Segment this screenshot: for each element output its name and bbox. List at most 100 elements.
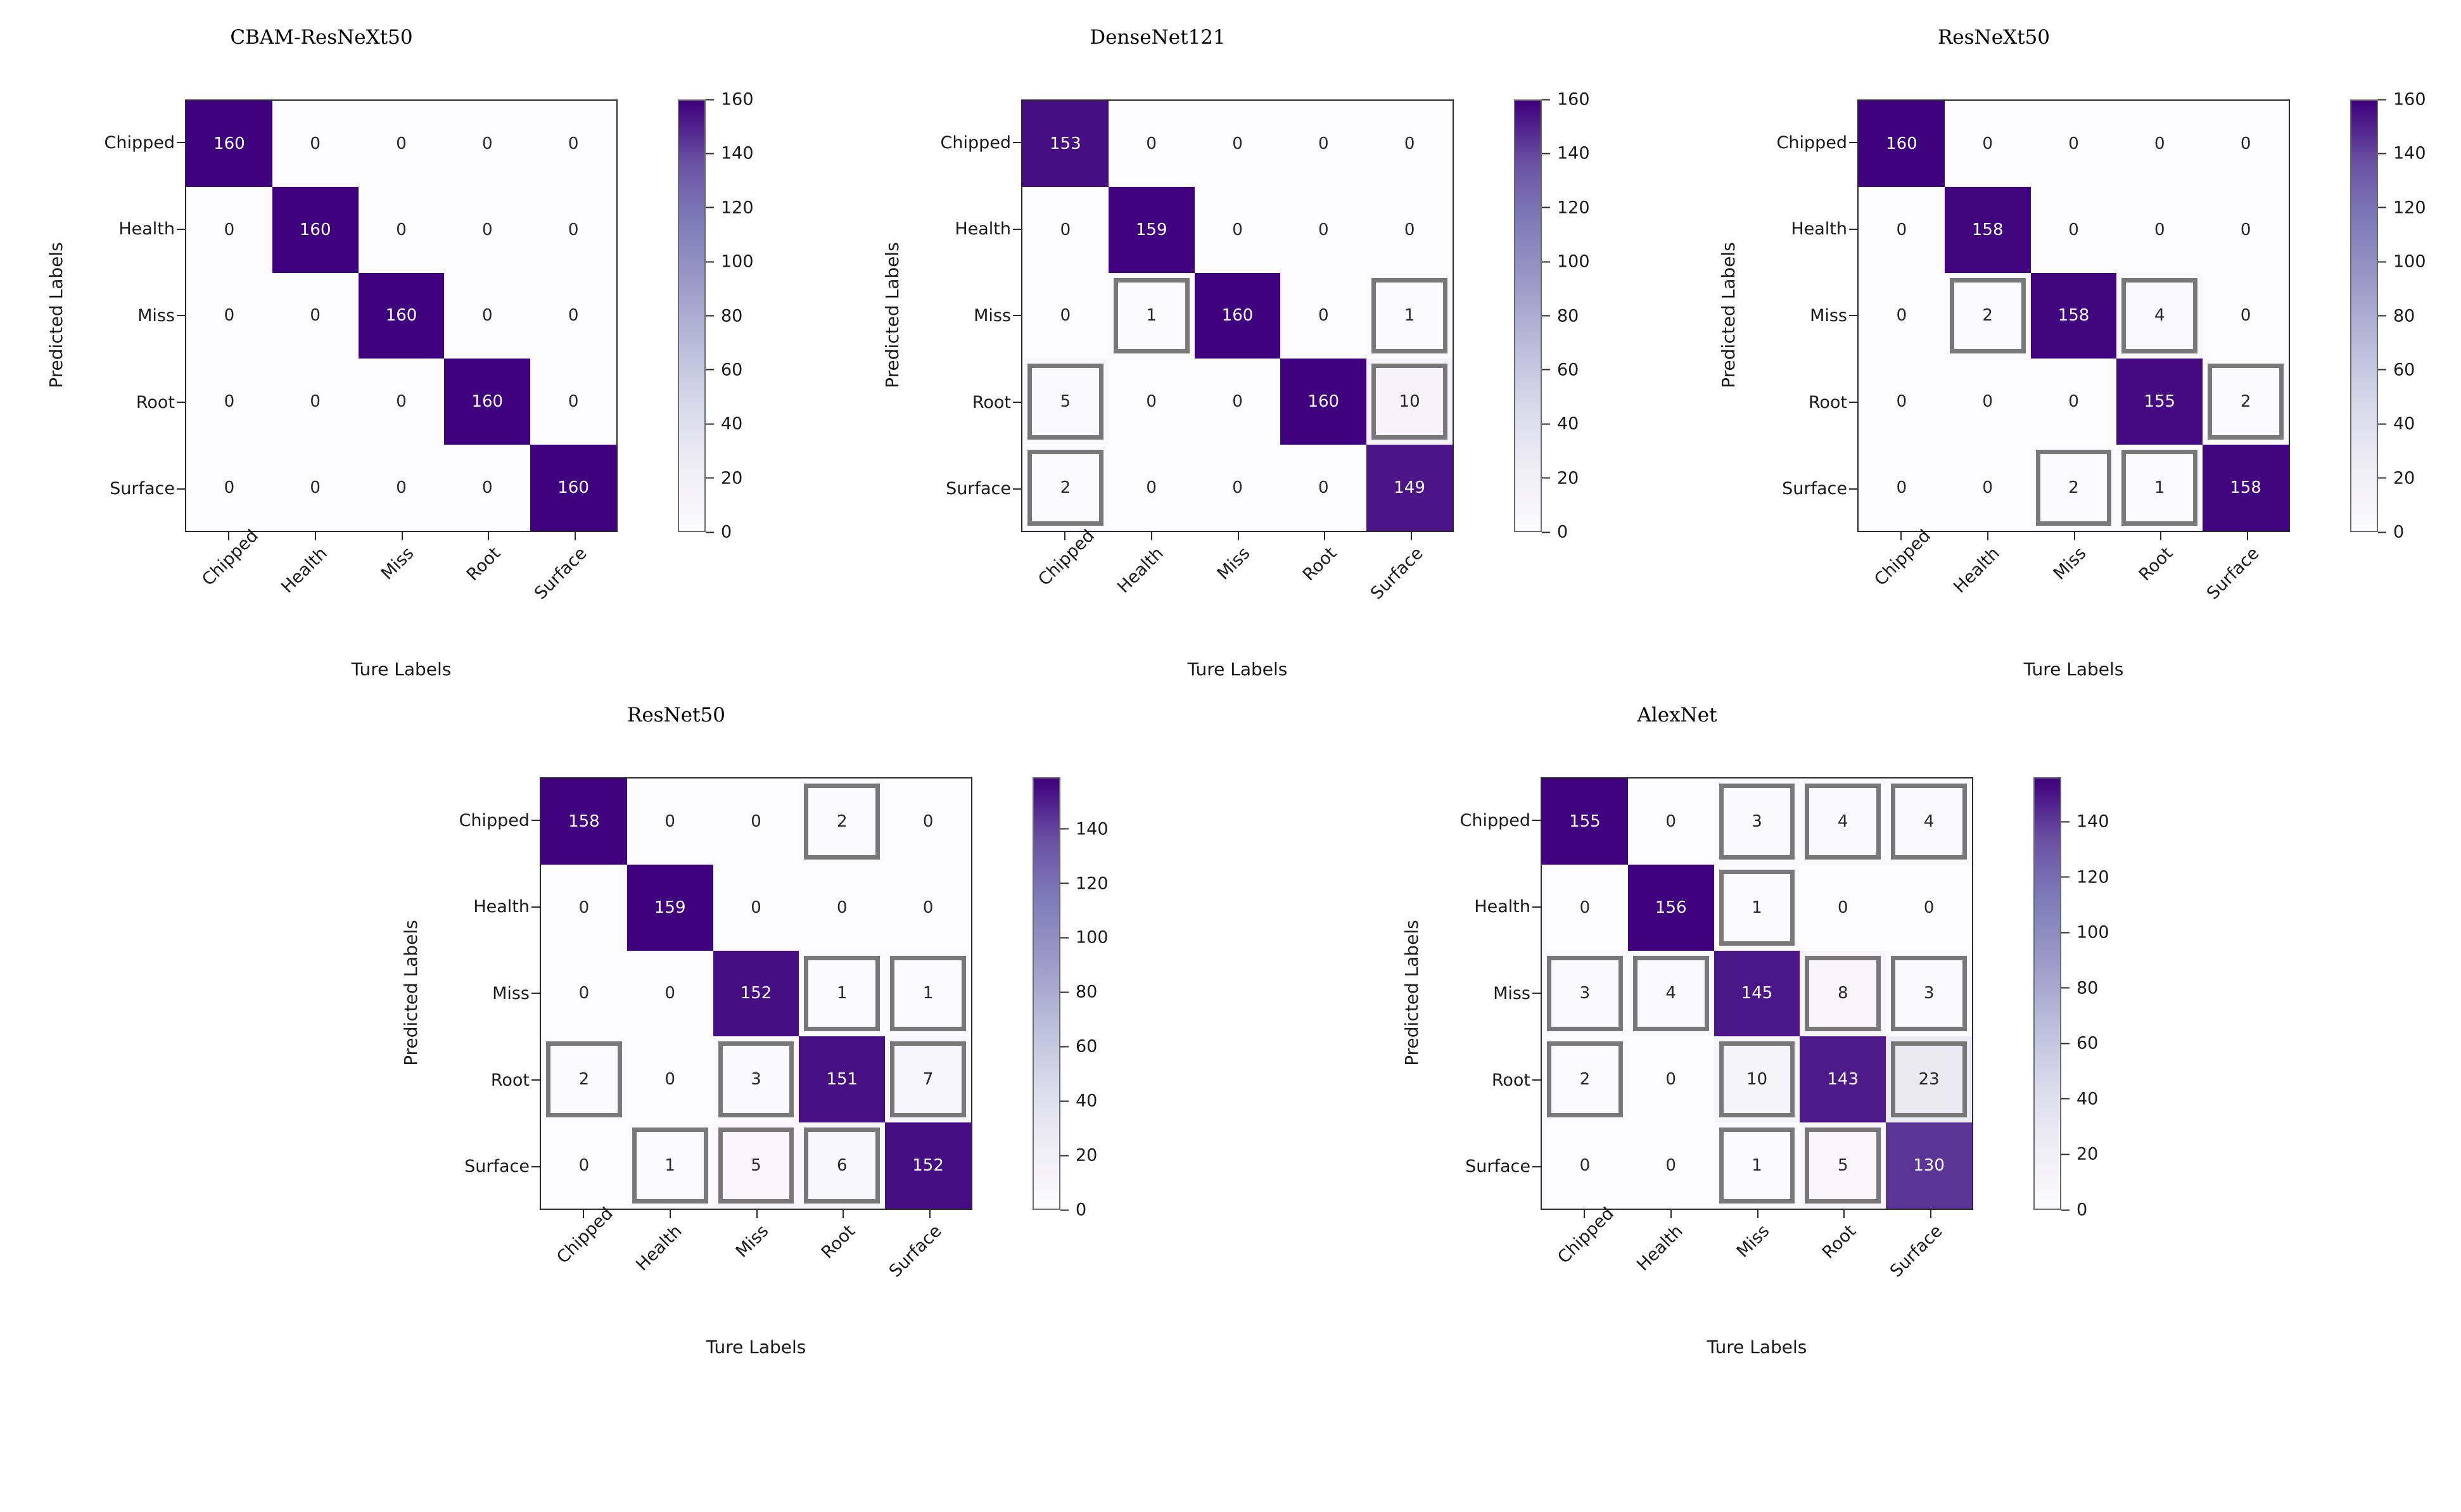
x-tick-label-miss: Miss <box>1733 1221 1774 1262</box>
colorbar-tick-label: 140 <box>2393 143 2426 163</box>
matrix-cell: 5 <box>1022 359 1109 445</box>
matrix-cell: 5 <box>713 1122 799 1209</box>
matrix-cell: 130 <box>1886 1122 1972 1209</box>
y-axis-title: Predicted Labels <box>45 241 67 388</box>
matrix-cell: 3 <box>1714 778 1800 865</box>
matrix-cell: 0 <box>1194 445 1281 531</box>
colorbar-tick: 60 <box>1542 361 1579 378</box>
matrix-cell: 0 <box>1542 864 1628 951</box>
colorbar-tick-label: 20 <box>1557 468 1579 488</box>
cell-value: 1 <box>1404 306 1415 326</box>
matrix-cell: 0 <box>1944 101 2031 187</box>
cell-value: 0 <box>1060 306 1071 326</box>
x-axis-title: Ture Labels <box>1187 659 1288 680</box>
matrix-cell: 159 <box>626 864 713 951</box>
colorbar-tick: 60 <box>2061 1035 2098 1052</box>
matrix-cell: 0 <box>541 1122 627 1209</box>
cell-value: 145 <box>1741 984 1773 1003</box>
matrix-cell: 152 <box>713 950 799 1037</box>
cell-value: 160 <box>213 134 245 153</box>
colorbar-tick: 140 <box>1542 145 1590 162</box>
panel-title: ResNeXt50 <box>1937 26 2051 49</box>
colorbar-tick-label: 80 <box>1076 982 1098 1002</box>
cell-value: 4 <box>1923 811 1935 831</box>
colorbar-tick: 120 <box>706 199 754 216</box>
cell-value: 0 <box>224 478 235 498</box>
matrix-cell: 0 <box>444 186 531 273</box>
cell-value: 0 <box>1318 134 1329 153</box>
cell-value: 0 <box>2240 134 2251 153</box>
cell-value: 151 <box>826 1070 858 1090</box>
cell-value: 0 <box>1896 220 1907 239</box>
y-tick-label-miss: Miss <box>1381 950 1541 1037</box>
cell-value: 5 <box>751 1156 761 1176</box>
y-axis-title: Predicted Labels <box>1401 919 1422 1066</box>
matrix-cell: 0 <box>358 101 445 187</box>
colorbar-tick: 160 <box>706 91 754 108</box>
x-axis-title: Ture Labels <box>1707 1337 1807 1357</box>
matrix-cell: 5 <box>1800 1122 1886 1209</box>
matrix-cell: 0 <box>1108 359 1195 445</box>
panel-title: AlexNet <box>1637 704 1717 727</box>
cell-value: 2 <box>1060 478 1071 498</box>
cell-value: 160 <box>385 306 417 326</box>
colorbar-tick-label: 120 <box>2076 867 2109 887</box>
colorbar-tick-label: 120 <box>1076 874 1109 894</box>
cell-value: 3 <box>751 1070 761 1090</box>
matrix-cell: 0 <box>1859 272 1945 359</box>
y-tick-label-chipped: Chipped <box>380 777 540 864</box>
matrix-cell: 0 <box>2030 359 2117 445</box>
colorbar-tick-label: 40 <box>1076 1091 1098 1111</box>
colorbar-tick-mark <box>1542 369 1550 371</box>
colorbar-tick-mark <box>2378 477 2386 479</box>
colorbar-tick-mark <box>1542 99 1550 100</box>
y-tick-label-root: Root <box>1381 1037 1541 1124</box>
y-tick-label-surface: Surface <box>380 1123 540 1210</box>
colorbar-tick-mark <box>2061 1098 2070 1100</box>
x-tick-mark <box>1150 532 1152 540</box>
matrix-cell: 152 <box>885 1122 971 1209</box>
colorbar-tick: 0 <box>2378 524 2404 541</box>
panel-title: CBAM-ResNeXt50 <box>230 26 413 49</box>
matrix-cell: 2 <box>2030 445 2117 531</box>
cell-value: 0 <box>396 220 407 239</box>
cell-value: 0 <box>224 220 235 239</box>
cell-value: 0 <box>1404 220 1415 239</box>
x-tick-mark <box>1900 532 1902 540</box>
cell-value: 23 <box>1918 1070 1940 1090</box>
matrix-cell: 0 <box>1194 359 1281 445</box>
y-tick-label-chipped: Chipped <box>1381 777 1541 864</box>
x-ticks <box>540 1210 972 1218</box>
cell-value: 1 <box>837 984 848 1003</box>
cell-value: 1 <box>665 1156 675 1176</box>
cell-value: 0 <box>1838 898 1848 917</box>
colorbar-tick-label: 40 <box>1557 414 1579 434</box>
cell-value: 130 <box>1913 1156 1945 1176</box>
cell-value: 159 <box>654 898 686 917</box>
matrix-cell: 7 <box>885 1036 971 1123</box>
cell-value: 0 <box>482 478 493 498</box>
colorbar-tick: 40 <box>706 416 742 433</box>
matrix-cell: 160 <box>358 272 445 359</box>
x-tick-label-chipped: Chipped <box>1871 526 1935 590</box>
matrix-cell: 0 <box>541 950 627 1037</box>
cell-value: 0 <box>568 134 579 153</box>
matrix-cell: 151 <box>799 1036 886 1123</box>
matrix-cell: 143 <box>1800 1036 1886 1123</box>
x-tick-mark <box>1237 532 1239 540</box>
cell-value: 160 <box>1307 392 1340 412</box>
colorbar-tick: 120 <box>1542 199 1590 216</box>
colorbar-tick: 140 <box>2378 145 2426 162</box>
colorbar-tick: 40 <box>1060 1093 1097 1110</box>
matrix-cell: 1 <box>885 950 971 1037</box>
colorbar-tick-mark <box>1542 423 1550 425</box>
colorbar-tick: 20 <box>1060 1147 1097 1164</box>
cell-value: 0 <box>578 984 590 1003</box>
matrix-cell: 0 <box>272 272 359 359</box>
panel-title: DenseNet121 <box>1090 26 1226 49</box>
